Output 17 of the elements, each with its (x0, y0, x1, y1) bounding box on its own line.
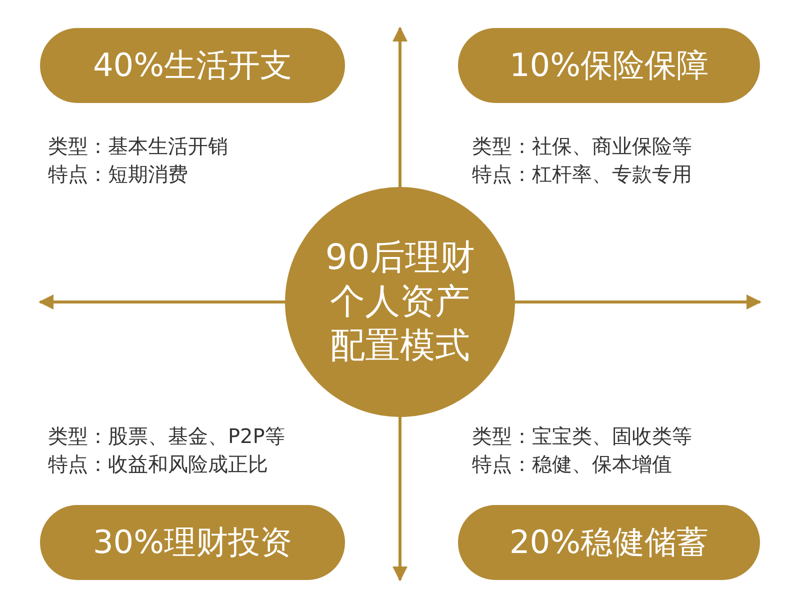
category-pill: 40%生活开支 (40, 28, 345, 103)
note-text: 特点：稳健、保本增值 (472, 451, 672, 478)
note-text: 类型：基本生活开销 (48, 133, 228, 160)
center-circle: 90后理财个人资产配置模式 (285, 187, 515, 417)
note-text: 特点：短期消费 (48, 161, 188, 188)
arrow (392, 26, 408, 187)
note-text: 特点：杠杆率、专款专用 (472, 161, 692, 188)
arrow (392, 417, 408, 582)
category-pill: 30%理财投资 (40, 505, 345, 580)
arrow (38, 294, 285, 310)
note-text: 类型：股票、基金、P2P等 (48, 423, 285, 450)
category-pill: 20%稳健储蓄 (458, 505, 760, 580)
note-text: 类型：宝宝类、固收类等 (472, 423, 692, 450)
note-text: 特点：收益和风险成正比 (48, 451, 268, 478)
note-text: 类型：社保、商业保险等 (472, 133, 692, 160)
arrow (515, 294, 762, 310)
category-pill: 10%保险保障 (458, 28, 760, 103)
